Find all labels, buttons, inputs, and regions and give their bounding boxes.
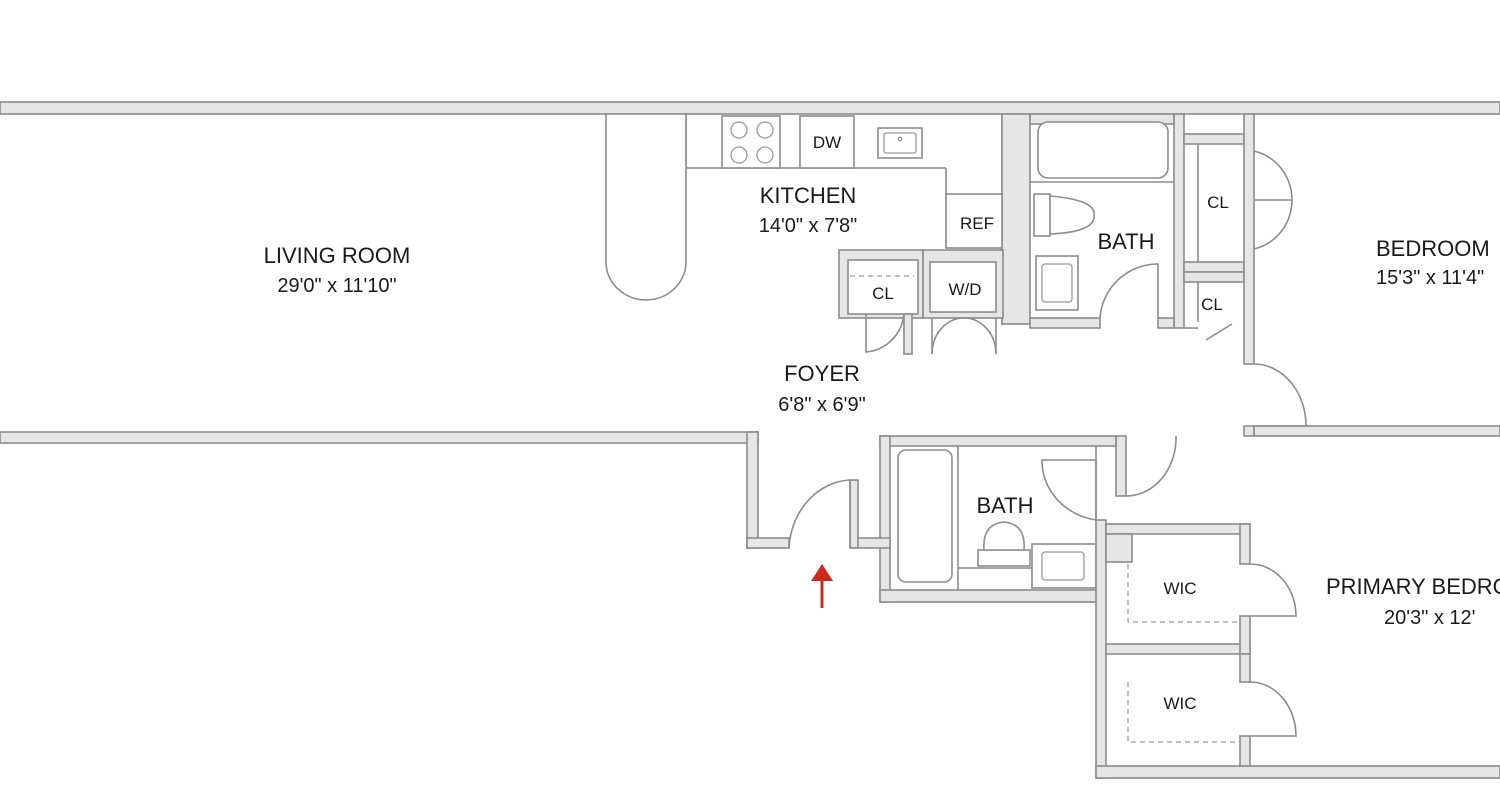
bedroom-wall xyxy=(1243,113,1307,437)
bedroom-lower-wall xyxy=(1115,425,1500,497)
primary-bedroom-name: PRIMARY BEDROOM xyxy=(1326,574,1500,599)
washer-dryer: W/D xyxy=(922,249,1004,355)
refrigerator: REF xyxy=(945,193,1003,249)
lower-bath: BATH xyxy=(849,435,1117,603)
bedroom-closet-lower: CL xyxy=(1183,271,1245,341)
living-room-dims: 29'0" x 11'10" xyxy=(277,275,396,297)
dishwasher: DW xyxy=(799,115,855,169)
kitchen-sink-icon xyxy=(877,127,923,159)
lower-bath-name: BATH xyxy=(976,493,1033,518)
refrigerator-label: REF xyxy=(960,214,994,233)
kitchen-name: KITCHEN xyxy=(760,183,857,208)
entry-arrow-icon xyxy=(811,564,833,608)
bedroom-closet-upper-label: CL xyxy=(1207,193,1229,212)
toilet-icon-lower xyxy=(977,521,1031,567)
exterior-wall-top xyxy=(0,101,1500,115)
bedroom-closet-upper: CL xyxy=(1183,133,1293,273)
foyer-name: FOYER xyxy=(784,361,860,386)
sink-icon-lower xyxy=(1031,543,1097,589)
toilet-icon xyxy=(1033,193,1095,237)
sink-icon xyxy=(1035,255,1079,311)
kitchen-closet-label: CL xyxy=(872,284,894,303)
walk-in-closet-lower-label: WIC xyxy=(1163,694,1196,713)
upper-bath-name: BATH xyxy=(1097,229,1154,254)
entry-door[interactable] xyxy=(788,479,851,549)
kitchen-dims: 14'0" x 7'8" xyxy=(759,215,858,237)
cooktop-icon xyxy=(721,115,781,169)
bedroom-closet-lower-label: CL xyxy=(1201,295,1223,314)
kitchen-peninsula xyxy=(605,113,687,301)
walk-in-closet-upper-label: WIC xyxy=(1163,579,1196,598)
primary-closets: WIC WIC xyxy=(1095,519,1500,779)
dishwasher-label: DW xyxy=(813,133,841,152)
bedroom-dims: 15'3" x 11'4" xyxy=(1376,267,1484,289)
washer-dryer-label: W/D xyxy=(948,280,981,299)
primary-bedroom-dims: 20'3" x 12' xyxy=(1384,607,1475,629)
living-room-lower-wall xyxy=(0,431,790,549)
upper-bath: BATH xyxy=(1029,113,1185,329)
foyer-dims: 6'8" x 6'9" xyxy=(778,394,865,416)
living-room-name: LIVING ROOM xyxy=(264,243,411,268)
kitchen-closet: CL xyxy=(838,249,924,355)
bedroom-name: BEDROOM xyxy=(1376,236,1490,261)
